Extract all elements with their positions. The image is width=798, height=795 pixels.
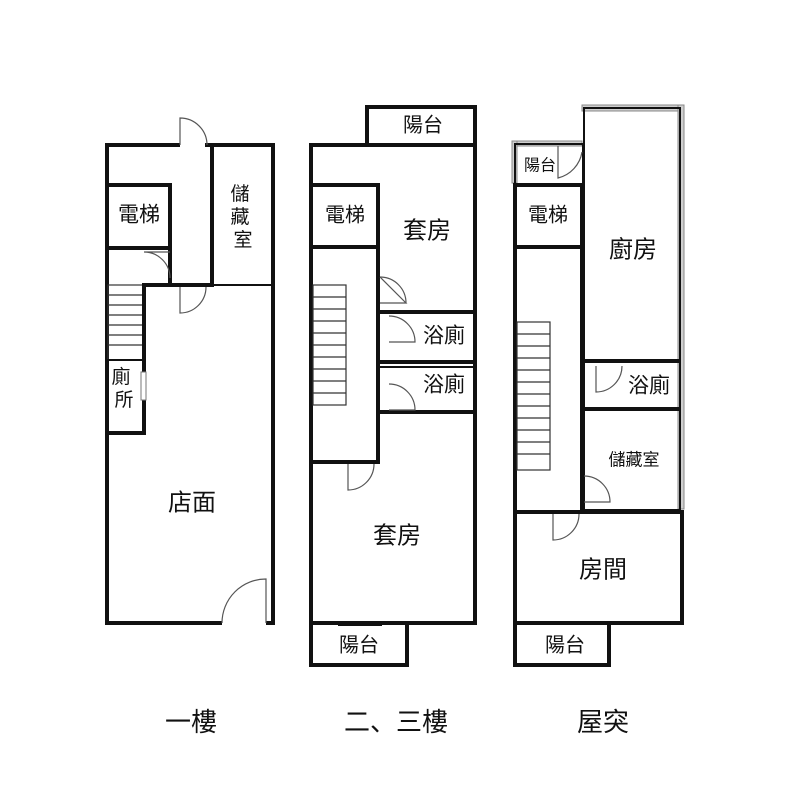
roof-room-label: 房間	[579, 556, 627, 584]
caption-roof: 屋突	[577, 708, 629, 738]
roof-elevator-label: 電梯	[528, 203, 568, 227]
roof-plan	[511, 104, 685, 667]
f1-shop-label: 店面	[168, 489, 216, 517]
roof-stairs	[516, 321, 551, 471]
floor-1-plan	[105, 117, 275, 626]
roof-kitchen-label: 廚房	[609, 236, 657, 264]
f1-elevator-label: 電梯	[118, 203, 160, 227]
caption-floor-2-3: 二、三樓	[344, 708, 448, 738]
floor-2-3-stairs	[312, 284, 347, 406]
f2-suite-top-label: 套房	[403, 217, 451, 245]
roof-balcony-bottom-label: 陽台	[545, 633, 585, 657]
roof-bath-label: 浴廁	[628, 374, 670, 398]
f2-suite-bottom-label: 套房	[373, 522, 421, 550]
f2-elevator-label: 電梯	[325, 203, 365, 227]
f1-storage-label: 儲 藏 室	[230, 183, 255, 251]
floor-2-3-plan	[309, 105, 477, 667]
f2-bath-2-label: 浴廁	[423, 373, 465, 397]
caption-floor-1: 一樓	[165, 708, 217, 738]
floor-1-stairs	[107, 284, 145, 361]
f2-bath-1-label: 浴廁	[423, 324, 465, 348]
f1-toilet-label: 廁 所	[111, 365, 136, 411]
roof-balcony-small-label: 陽台	[524, 156, 556, 175]
f2-balcony-bottom-label: 陽台	[339, 633, 379, 657]
roof-storage-label: 儲藏室	[609, 451, 660, 471]
f2-balcony-top-label: 陽台	[403, 113, 443, 137]
